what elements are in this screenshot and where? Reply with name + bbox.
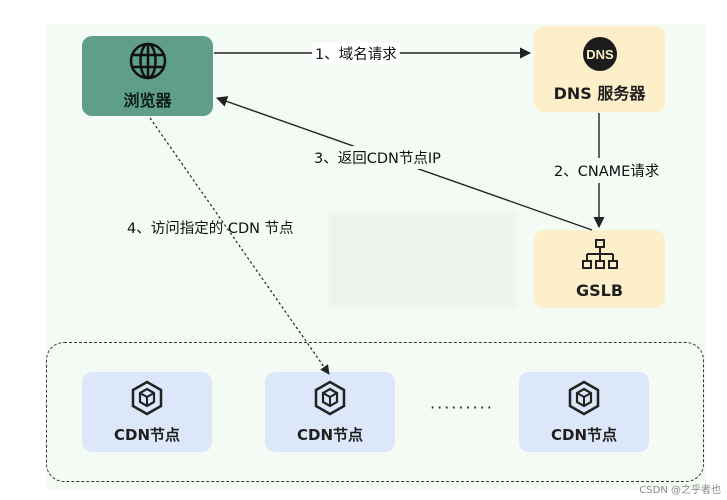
cdn-node-group — [46, 342, 704, 482]
edge-label-return-cdn-ip: 3、返回CDN节点IP — [311, 146, 444, 169]
ellipsis: ········· — [430, 398, 494, 417]
dns-server-label: DNS 服务器 — [553, 84, 646, 103]
cdn-node-label: CDN节点 — [550, 425, 617, 444]
watermark: CSDN @之乎者也 — [639, 485, 721, 496]
browser-node: 浏览器 — [82, 36, 213, 116]
browser-label: 浏览器 — [123, 91, 172, 110]
gslb-node: GSLB — [534, 230, 665, 308]
cdn-node: CDN节点 — [82, 372, 212, 452]
blurred-area — [328, 212, 516, 308]
globe-icon — [128, 41, 168, 81]
edge-label-visit-cdn-node: 4、访问指定的 CDN 节点 — [127, 221, 294, 237]
edge-label-domain-request: 1、域名请求 — [312, 43, 400, 64]
edge-label-cname-request: 2、CNAME请求 — [552, 158, 662, 183]
network-hierarchy-icon — [581, 238, 618, 271]
dns-icon: DNS — [580, 34, 620, 74]
gslb-label: GSLB — [575, 280, 624, 300]
cdn-node-label: CDN节点 — [113, 425, 180, 444]
svg-text:DNS: DNS — [586, 47, 614, 62]
cube-icon — [130, 380, 164, 416]
dns-server-node: DNS DNS 服务器 — [534, 26, 665, 112]
cube-icon — [567, 380, 601, 416]
edge-visit-cdn-node — [149, 117, 330, 375]
cube-icon — [313, 380, 347, 416]
cdn-node: CDN节点 — [519, 372, 649, 452]
cdn-node: CDN节点 — [265, 372, 395, 452]
cdn-node-label: CDN节点 — [296, 425, 363, 444]
